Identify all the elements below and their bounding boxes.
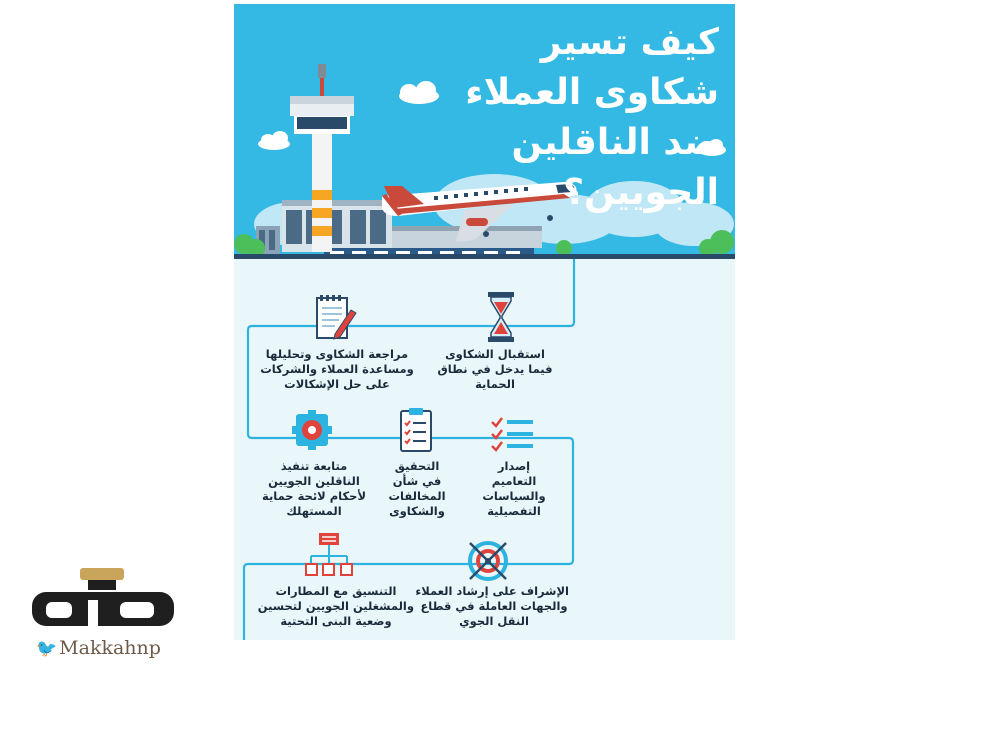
title-line: ضد الناقلين xyxy=(511,122,719,163)
step-text: فيما يدخل في نطاق xyxy=(437,362,553,376)
target-compass-icon xyxy=(468,541,508,581)
step-text: استقبال الشكاوى xyxy=(445,347,545,361)
step-text: التعاميم xyxy=(491,474,537,488)
step-text: مراجعة الشكاوى وتحليلها xyxy=(265,347,409,361)
cloud-icon xyxy=(258,131,290,150)
step-review-complaints: مراجعة الشكاوى وتحليلها ومساعدة العملاء … xyxy=(252,347,422,392)
cloud-icon xyxy=(698,139,726,156)
hourglass-icon xyxy=(488,292,514,342)
twitter-handle-text: Makkahnp xyxy=(59,637,161,659)
cloud-icon xyxy=(399,81,439,104)
step-text: متابعة تنفيذ xyxy=(280,459,348,473)
step-receive-complaints: استقبال الشكاوى فيما يدخل في نطاق الحماي… xyxy=(432,347,558,392)
airplane-icon xyxy=(382,182,577,242)
step-text: وضعية البنى التحتية xyxy=(280,614,392,628)
puzzle-gear-icon xyxy=(292,410,332,450)
step-text: والشكاوى xyxy=(389,504,445,518)
step-text: المستهلك xyxy=(286,504,342,518)
twitter-bird-icon: 🐦 xyxy=(36,639,58,659)
step-text: المخالفات xyxy=(388,489,446,503)
twitter-handle: 🐦Makkahnp xyxy=(36,637,161,659)
notepad-pencil-icon xyxy=(316,295,357,340)
step-text: النقل الجوي xyxy=(459,614,529,628)
step-issue-policies: إصدار التعاميم والسياسات التفصيلية xyxy=(479,459,549,519)
step-text: التفصيلية xyxy=(487,504,541,518)
checklist-icon xyxy=(491,417,533,452)
sky-header: كيف تسير شكاوى العملاء ضد الناقلين الجوي… xyxy=(234,4,735,259)
clipboard-icon xyxy=(400,408,432,452)
step-text: والجهات العاملة في قطاع xyxy=(420,599,568,613)
step-text: لأحكام لائحة حماية xyxy=(261,489,367,503)
step-text: على حل الإشكالات xyxy=(284,377,390,391)
step-text: والسياسات xyxy=(482,489,546,503)
infographic: كيف تسير شكاوى العملاء ضد الناقلين الجوي… xyxy=(234,4,735,640)
step-text: في شأن xyxy=(392,474,442,488)
makkah-logo-mark xyxy=(32,568,174,626)
step-coordinate-airports: التنسيق مع المطارات والمشغلين الجويين لت… xyxy=(258,584,414,629)
makkah-logo: 🐦Makkahnp xyxy=(28,560,188,659)
step-text: والمشغلين الجويين لتحسين xyxy=(257,599,414,613)
step-text: ومساعدة العملاء والشركات xyxy=(260,362,414,376)
step-verify-violations: التحقيق في شأن المخالفات والشكاوى xyxy=(382,459,452,519)
title-line: كيف تسير xyxy=(540,22,719,63)
title-line: الجويين؟ xyxy=(563,172,719,213)
step-text: الحماية xyxy=(475,377,515,391)
step-text: إصدار xyxy=(497,459,531,473)
title-line: شكاوى العملاء xyxy=(465,72,719,113)
page-title: كيف تسير شكاوى العملاء ضد الناقلين الجوي… xyxy=(429,18,719,218)
step-follow-up: متابعة تنفيذ الناقلين الجويين لأحكام لائ… xyxy=(252,459,376,519)
step-text: الناقلين الجويين xyxy=(268,474,360,488)
step-supervise-guidance: الإشراف على إرشاد العملاء والجهات العامل… xyxy=(415,584,569,629)
airport-illustration xyxy=(234,64,735,259)
network-icon xyxy=(305,533,353,576)
step-text: التنسيق مع المطارات xyxy=(275,584,397,598)
step-text: الإشراف على إرشاد العملاء xyxy=(415,584,569,598)
step-text: التحقيق xyxy=(394,459,440,473)
